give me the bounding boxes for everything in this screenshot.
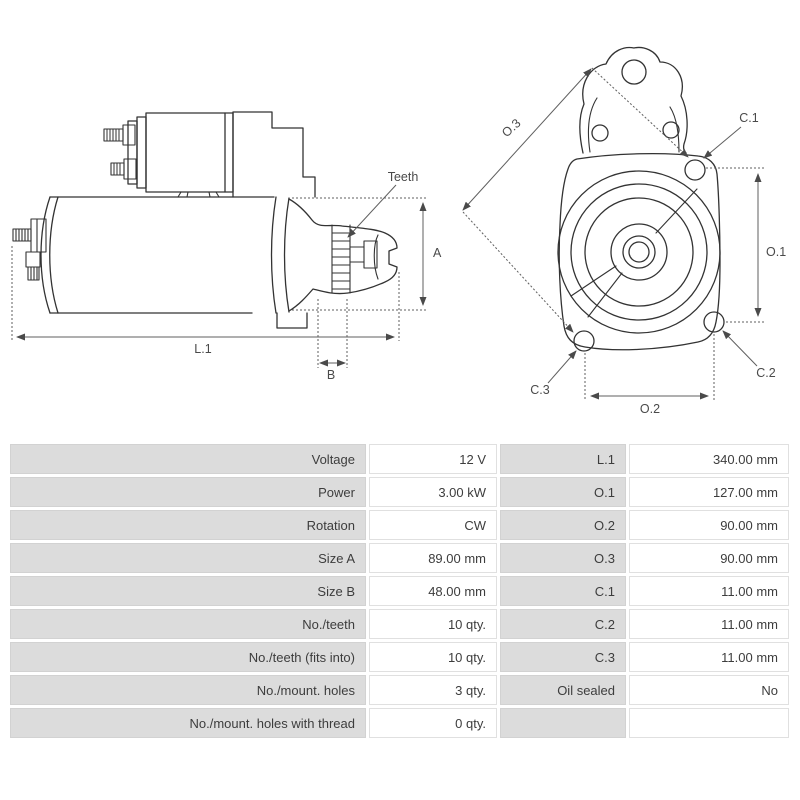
drive-housing-top <box>232 111 316 198</box>
spec-label: No./mount. holes <box>10 675 366 705</box>
spec-value: 11.00 mm <box>629 642 789 672</box>
dim-c2-label: C.2 <box>756 366 776 380</box>
spec-label: Rotation <box>10 510 366 540</box>
dim-o1-label: O.1 <box>766 245 786 259</box>
spec-label: L.1 <box>500 444 626 474</box>
dim-b-label: B <box>327 368 335 382</box>
spec-value: 48.00 mm <box>369 576 497 606</box>
spec-value: 3.00 kW <box>369 477 497 507</box>
dim-l1-label: L.1 <box>194 342 211 356</box>
solenoid-tower <box>579 46 688 154</box>
spec-label: No./mount. holes with thread <box>10 708 366 738</box>
spec-value: 11.00 mm <box>629 609 789 639</box>
spec-value: 127.00 mm <box>629 477 789 507</box>
hole-c2 <box>703 311 725 333</box>
spec-value: 3 qty. <box>369 675 497 705</box>
spec-value: 90.00 mm <box>629 510 789 540</box>
concentric-circles <box>557 170 721 334</box>
spec-value: 10 qty. <box>369 642 497 672</box>
spec-label: O.1 <box>500 477 626 507</box>
dim-c3-label: C.3 <box>530 383 550 397</box>
spec-value: 10 qty. <box>369 609 497 639</box>
rear-terminals <box>12 218 47 281</box>
radial-spokes <box>570 188 698 318</box>
solenoid <box>103 112 234 198</box>
starter-front-view <box>557 46 725 352</box>
mounting-holes <box>573 159 725 352</box>
teeth-label: Teeth <box>388 170 419 184</box>
spec-value: 340.00 mm <box>629 444 789 474</box>
spec-value: CW <box>369 510 497 540</box>
spec-value: 89.00 mm <box>369 543 497 573</box>
dim-o3-label: O.3 <box>499 116 523 140</box>
spec-value <box>629 708 789 738</box>
spec-label: C.3 <box>500 642 626 672</box>
spec-label: No./teeth (fits into) <box>10 642 366 672</box>
spec-label: Voltage <box>10 444 366 474</box>
spec-value: No <box>629 675 789 705</box>
spec-label: No./teeth <box>10 609 366 639</box>
starter-side-view <box>12 111 398 329</box>
hole-c3 <box>573 330 595 352</box>
spec-value: 11.00 mm <box>629 576 789 606</box>
hole-c1 <box>684 159 706 181</box>
spec-label: Size B <box>10 576 366 606</box>
technical-drawing: Teeth A L.1 B <box>11 46 786 416</box>
flange-collar <box>270 196 290 314</box>
dim-a-label: A <box>433 246 442 260</box>
motor-body <box>40 196 308 329</box>
spec-label: Power <box>10 477 366 507</box>
spec-value: 12 V <box>369 444 497 474</box>
spec-label <box>500 708 626 738</box>
drive-nose <box>288 198 398 312</box>
front-view-dimensions <box>462 67 765 401</box>
pinion-gear <box>331 224 378 294</box>
spec-label: C.2 <box>500 609 626 639</box>
spec-label: Size A <box>10 543 366 573</box>
side-view-dimensions <box>11 184 427 368</box>
spec-value: 90.00 mm <box>629 543 789 573</box>
dim-o2-label: O.2 <box>640 402 660 416</box>
spec-table: Voltage 12 V L.1 340.00 mm Power 3.00 kW… <box>10 444 789 738</box>
spec-label: O.2 <box>500 510 626 540</box>
mounting-flange <box>558 152 721 351</box>
spec-value: 0 qty. <box>369 708 497 738</box>
dim-c1-label: C.1 <box>739 111 759 125</box>
spec-label: C.1 <box>500 576 626 606</box>
spec-label: O.3 <box>500 543 626 573</box>
spec-label: Oil sealed <box>500 675 626 705</box>
